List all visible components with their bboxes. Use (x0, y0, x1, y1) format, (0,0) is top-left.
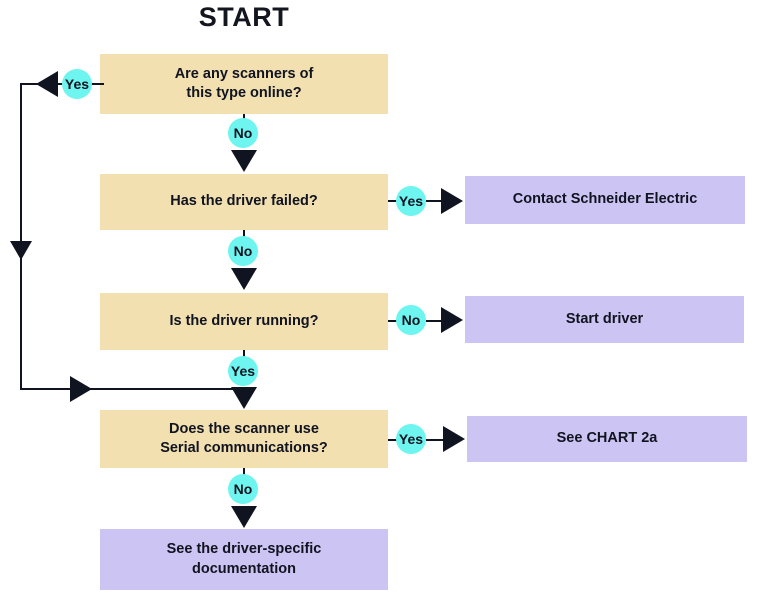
action4-line1: See the driver-specific (166, 541, 322, 558)
action1-text: Contact Schneider Electric (512, 191, 698, 208)
connector-label: No (233, 481, 253, 497)
connector-decision1-no: No (228, 118, 258, 148)
connector-decision3-yes: Yes (228, 356, 258, 386)
action4-line2: documentation (192, 560, 296, 577)
connector-label: Yes (398, 431, 424, 447)
action2-text: Start driver (565, 310, 644, 327)
edge-d4-a3-arrowhead (443, 426, 465, 452)
action-box-contact-schneider[interactable]: Contact Schneider Electric (465, 176, 745, 224)
decision-box-driver-running[interactable]: Is the driver running? (100, 293, 388, 350)
decision1-text: Are any scanners of this type online? (175, 65, 314, 103)
action-box-see-chart-2a[interactable]: See CHART 2a (467, 416, 747, 462)
edge-d2-d3-arrowhead (231, 268, 257, 290)
connector-label: Yes (230, 363, 256, 379)
edge-d4-a3-right (426, 439, 444, 441)
decision4-line1: Does the scanner use (169, 420, 319, 437)
connector-decision2-yes: Yes (396, 186, 426, 216)
edge-d2-a1-arrowhead (441, 188, 463, 214)
decision4-text: Does the scanner use Serial communicatio… (160, 420, 328, 458)
connector-label: No (233, 243, 253, 259)
loopback-vertical (20, 83, 22, 389)
decision-box-scanners-online[interactable]: Are any scanners of this type online? (100, 54, 388, 114)
decision-box-driver-failed[interactable]: Has the driver failed? (100, 174, 388, 230)
page-title: START (198, 2, 290, 32)
loopback-bottom-arrowhead (70, 376, 92, 402)
edge-d1-d2-arrowhead (231, 150, 257, 172)
decision1-line2: this type online? (186, 85, 302, 101)
action-box-driver-specific-documentation[interactable]: See the driver-specific documentation (100, 529, 388, 590)
edge-d4-a4-arrowhead (231, 506, 257, 528)
edge-d4-a3-left (388, 439, 398, 441)
connector-decision3-no: No (396, 305, 426, 335)
decision1-line1: Are any scanners of (174, 65, 314, 82)
decision4-line2: Serial communications? (160, 440, 328, 456)
connector-label: Yes (64, 76, 90, 92)
loopback-mid-arrowhead (10, 241, 32, 260)
decision3-text: Is the driver running? (169, 312, 319, 329)
action3-text: See CHART 2a (556, 430, 658, 447)
connector-decision2-no: No (228, 236, 258, 266)
decision1-yes-stub (90, 83, 104, 85)
decision1-yes-arrowhead (36, 71, 58, 97)
edge-d3-a2-left (388, 320, 398, 322)
edge-d3-a2-arrowhead (441, 307, 463, 333)
edge-d2-a1-left (388, 200, 398, 202)
loopback-bottom-horizontal (20, 388, 235, 390)
connector-label: No (233, 125, 253, 141)
action-box-start-driver[interactable]: Start driver (465, 296, 744, 343)
connector-decision4-yes: Yes (396, 424, 426, 454)
connector-decision1-yes: Yes (62, 69, 92, 99)
edge-d2-a1-right (426, 200, 442, 202)
connector-decision4-no: No (228, 474, 258, 504)
edge-d3-d4-arrowhead (231, 387, 257, 409)
edge-d3-a2-right (426, 320, 442, 322)
connector-label: Yes (398, 193, 424, 209)
decision-box-serial-communications[interactable]: Does the scanner use Serial communicatio… (100, 410, 388, 468)
decision2-text: Has the driver failed? (170, 193, 318, 210)
connector-label: No (401, 312, 421, 328)
action4-text: See the driver-specific documentation (167, 540, 322, 578)
